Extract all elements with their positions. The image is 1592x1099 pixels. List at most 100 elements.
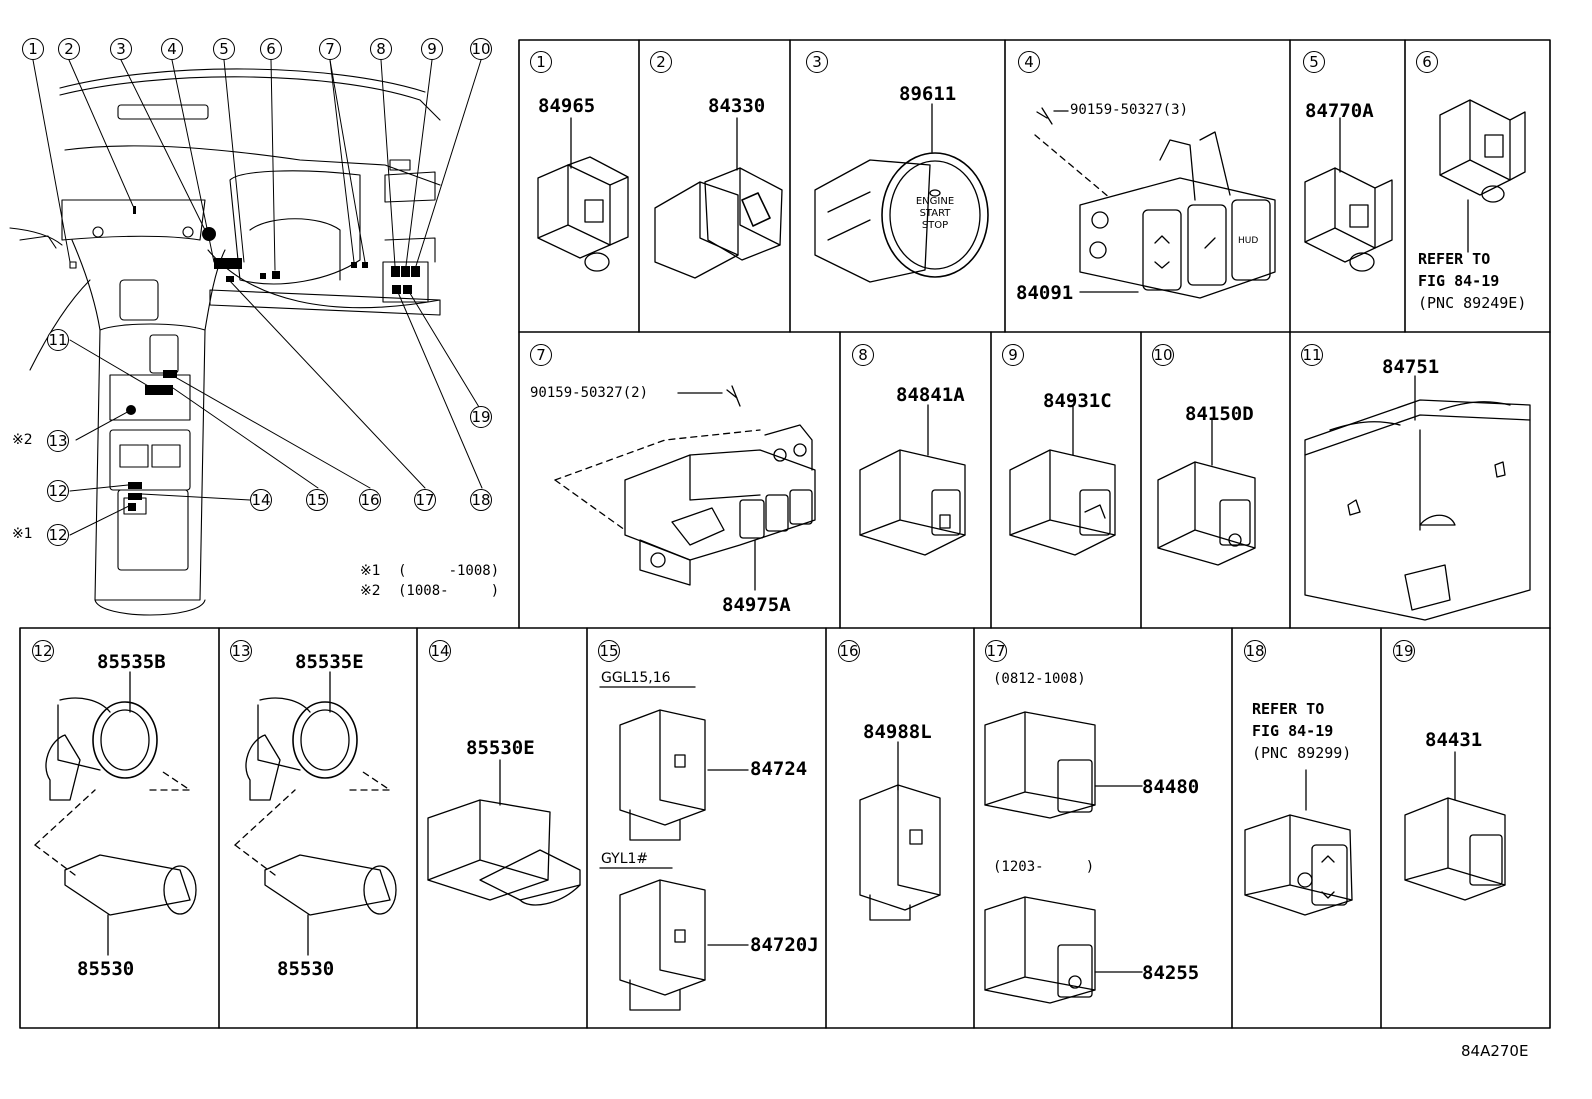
part-84975A: 84975A xyxy=(722,594,791,616)
switch-84330-drawing xyxy=(655,118,782,278)
switch-84841A-drawing xyxy=(860,405,965,555)
part-85535B: 85535B xyxy=(97,651,166,673)
cell-16-number: 16 xyxy=(838,640,860,662)
legend-mark-2: ※2 xyxy=(360,583,381,599)
grid-frame xyxy=(20,40,1550,1028)
overview-callout-15: 15 xyxy=(306,489,328,511)
refer-fig-84-19-89249E: REFER TO FIG 84-19 (PNC 89249E) xyxy=(1418,250,1527,312)
cell-12-number: 12 xyxy=(32,640,54,662)
cell-19-number: 19 xyxy=(1393,640,1415,662)
legend-range-2: (1008- ) xyxy=(398,583,500,599)
part-84841A: 84841A xyxy=(896,384,965,406)
date-range-0812-1008: (0812-1008) xyxy=(993,671,1086,687)
switch-84480-84255-drawing xyxy=(985,712,1142,1003)
overview-callout-1: 1 xyxy=(22,38,44,60)
dashboard-overview xyxy=(10,69,440,615)
cell-18-number: 18 xyxy=(1244,640,1266,662)
overview-callout-17: 17 xyxy=(414,489,436,511)
switch-89611-drawing xyxy=(815,104,988,282)
legend-range-1: ( -1008) xyxy=(398,563,500,579)
part-84965: 84965 xyxy=(538,95,596,117)
cell-13-number: 13 xyxy=(230,640,252,662)
switch-84091-drawing xyxy=(1035,108,1275,298)
switch-84988L-drawing xyxy=(860,742,940,920)
part-84988L: 84988L xyxy=(863,721,932,743)
cell-4-number: 4 xyxy=(1018,51,1040,73)
overview-callout-13: 13 xyxy=(47,430,69,452)
cell-9-number: 9 xyxy=(1002,344,1024,366)
overview-callout-11: 11 xyxy=(47,329,69,351)
overview-callout-9: 9 xyxy=(421,38,443,60)
overview-callout-12b: 12 xyxy=(47,524,69,546)
overview-callout-8: 8 xyxy=(370,38,392,60)
switch-84770A-drawing xyxy=(1305,118,1392,271)
figure-code: 84A270E xyxy=(1461,1042,1529,1060)
bolt-90159-50327-2: 90159-50327(2) xyxy=(530,385,649,401)
switch-84431-drawing xyxy=(1405,752,1505,900)
switch-84931C-drawing xyxy=(1010,405,1115,555)
variant-gyl1: GYL1# xyxy=(601,851,649,867)
overview-callout-19: 19 xyxy=(470,406,492,428)
date-range-1203: (1203- ) xyxy=(993,859,1095,875)
cell-6-number: 6 xyxy=(1416,51,1438,73)
part-84255: 84255 xyxy=(1142,962,1200,984)
part-84770A: 84770A xyxy=(1305,100,1374,122)
part-84931C: 84931C xyxy=(1043,390,1112,412)
hud-button-text: HUD xyxy=(1238,236,1259,246)
cell-8-number: 8 xyxy=(852,344,874,366)
cell-17-number: 17 xyxy=(985,640,1007,662)
overview-callout-4: 4 xyxy=(161,38,183,60)
socket-85535E-drawing xyxy=(235,672,396,955)
part-84480: 84480 xyxy=(1142,776,1200,798)
refer-fig-84-19-89299: REFER TO FIG 84-19 (PNC 89299) xyxy=(1252,700,1352,762)
part-84431: 84431 xyxy=(1425,729,1483,751)
mark-2-label: ※2 xyxy=(12,432,33,448)
overview-callout-7: 7 xyxy=(319,38,341,60)
part-84330: 84330 xyxy=(708,95,766,117)
cell-2-number: 2 xyxy=(650,51,672,73)
overview-callout-3: 3 xyxy=(110,38,132,60)
part-85530E: 85530E xyxy=(466,737,535,759)
engine-start-stop-text: ENGINE START STOP xyxy=(915,196,955,231)
overview-callout-18: 18 xyxy=(470,489,492,511)
part-85535E: 85535E xyxy=(295,651,364,673)
cell-3-number: 3 xyxy=(806,51,828,73)
socket-85535B-drawing xyxy=(35,672,196,955)
part-89611: 89611 xyxy=(899,83,957,105)
overview-leaders xyxy=(33,60,482,535)
part-84751: 84751 xyxy=(1382,356,1440,378)
overview-callout-12a: 12 xyxy=(47,480,69,502)
switch-84975A-drawing xyxy=(555,386,815,590)
cell-15-number: 15 xyxy=(598,640,620,662)
part-84720J: 84720J xyxy=(750,934,819,956)
legend-mark-1: ※1 xyxy=(360,563,381,579)
holder-85530E-drawing xyxy=(428,760,580,905)
bolt-90159-50327-3: 90159-50327(3) xyxy=(1070,102,1189,118)
switch-84724-84720J-drawing xyxy=(600,687,748,1010)
overview-callout-14: 14 xyxy=(250,489,272,511)
overview-callout-5: 5 xyxy=(213,38,235,60)
overview-callout-2: 2 xyxy=(58,38,80,60)
part-85530-b: 85530 xyxy=(277,958,335,980)
mark-1-label: ※1 xyxy=(12,526,33,542)
overview-callout-16: 16 xyxy=(359,489,381,511)
cell-5-number: 5 xyxy=(1303,51,1325,73)
switch-ref-89299-drawing xyxy=(1245,770,1352,915)
switch-84150D-drawing xyxy=(1158,418,1255,565)
panel-84751-drawing xyxy=(1305,376,1530,620)
switch-84965-drawing xyxy=(538,118,628,271)
variant-ggl15-16: GGL15,16 xyxy=(601,670,671,686)
overview-callout-6: 6 xyxy=(260,38,282,60)
part-84724: 84724 xyxy=(750,758,808,780)
part-85530-a: 85530 xyxy=(77,958,135,980)
cell-14-number: 14 xyxy=(429,640,451,662)
overview-callout-10: 10 xyxy=(470,38,492,60)
switch-ref-89249E-drawing xyxy=(1440,100,1525,252)
cell-10-number: 10 xyxy=(1152,344,1174,366)
cell-7-number: 7 xyxy=(530,344,552,366)
part-84091: 84091 xyxy=(1016,282,1074,304)
part-84150D: 84150D xyxy=(1185,403,1254,425)
cell-11-number: 11 xyxy=(1301,344,1323,366)
cell-1-number: 1 xyxy=(530,51,552,73)
